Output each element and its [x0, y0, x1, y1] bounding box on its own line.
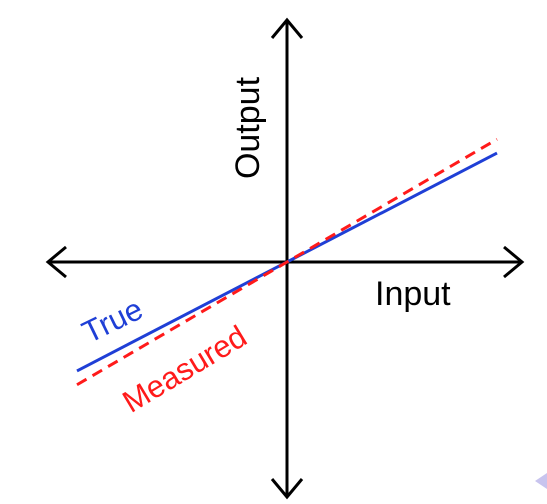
x-axis-label: Input [375, 275, 451, 313]
x-axis-left-arrowhead [45, 245, 67, 279]
y-axis-bottom-arrowhead [270, 478, 304, 500]
corner-triangle-icon [535, 473, 547, 489]
x-axis-right-arrowhead [503, 245, 525, 279]
y-axis-top-arrowhead [270, 17, 304, 39]
measured-series-label: Measured [116, 318, 252, 419]
measured-series-line [76, 137, 498, 387]
y-axis-label: Output [229, 76, 267, 179]
